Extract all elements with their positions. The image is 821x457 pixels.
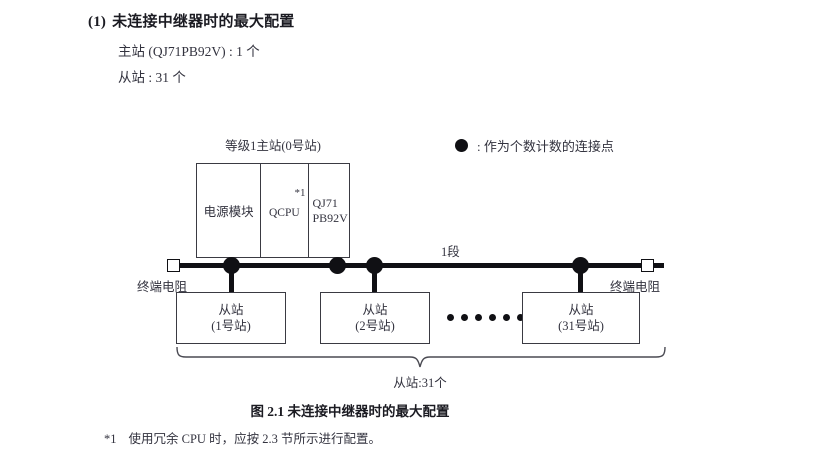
heading-subline-slave: 从站 : 31 个: [118, 70, 186, 85]
terminator-right-label: 终端电阻: [610, 280, 661, 294]
footnote-text: 使用冗余 CPU 时，应按 2.3 节所示进行配置。: [128, 432, 381, 446]
master-cell-network-module: QJ71 PB92V: [307, 164, 350, 257]
slave-station-number: (2号站): [355, 319, 395, 333]
ellipsis-dot: [461, 314, 468, 321]
ellipsis-dot: [503, 314, 510, 321]
terminator-left-icon: [167, 259, 180, 272]
section-title: 未连接中继器时的最大配置: [112, 14, 295, 30]
master-station-box: 电源模块 QCPU *1 QJ71 PB92V: [196, 163, 350, 258]
slave-2-drop-line: [372, 263, 377, 293]
slave-title: 从站: [362, 302, 388, 317]
legend: : 作为个数计数的连接点: [455, 136, 614, 155]
ellipsis-dot: [447, 314, 454, 321]
footnote: *1 使用冗余 CPU 时，应按 2.3 节所示进行配置。: [104, 428, 381, 447]
slave-group-label: 从站:31个: [393, 376, 447, 390]
network-module-line1: QJ71: [312, 195, 338, 210]
master-cell-power-supply: 电源模块: [197, 164, 260, 257]
ellipsis-dot: [517, 314, 524, 321]
slave-station-box: 从站 (1号站): [176, 292, 286, 344]
slave-31-drop-line: [578, 263, 583, 293]
section-number: (1): [88, 14, 107, 30]
slave-station-box: 从站 (2号站): [320, 292, 430, 344]
slave-station-box: 从站 (31号站): [522, 292, 640, 344]
heading-subline-master: 主站 (QJ71PB92V) : 1 个: [118, 44, 260, 59]
segment-label: 1段: [441, 245, 460, 259]
terminator-right-icon: [641, 259, 654, 272]
section-heading: (1) 未连接中继器时的最大配置: [88, 10, 295, 31]
footnote-marker: *1: [294, 187, 306, 199]
bus-line: [176, 263, 664, 268]
slave-title: 从站: [568, 302, 594, 317]
terminator-left-label: 终端电阻: [137, 280, 188, 294]
slave-title: 从站: [218, 302, 244, 317]
ellipsis-dot: [475, 314, 482, 321]
legend-label: : 作为个数计数的连接点: [477, 139, 614, 154]
slave-group-brace: [170, 346, 675, 375]
ellipsis-dots: [447, 314, 524, 321]
slave-station-number: (31号站): [558, 319, 604, 333]
ellipsis-dot: [489, 314, 496, 321]
filled-circle-icon: [455, 139, 468, 152]
master-station-label: 等级1主站(0号站): [225, 139, 321, 153]
master-cell-network-module-labels: QJ71 PB92V: [313, 196, 348, 225]
connection-node-master: [329, 257, 346, 274]
master-cell-cpu-label: QCPU: [268, 206, 300, 219]
network-module-line2: PB92V: [312, 210, 348, 225]
slave-1-drop-line: [229, 263, 234, 293]
slave-station-number: (1号站): [211, 319, 251, 333]
master-cell-power-supply-label: 电源模块: [203, 205, 254, 219]
figure-caption: 图 2.1 未连接中继器时的最大配置: [250, 404, 450, 419]
master-cell-cpu: QCPU *1: [260, 164, 307, 257]
footnote-mark: *1: [104, 432, 117, 446]
